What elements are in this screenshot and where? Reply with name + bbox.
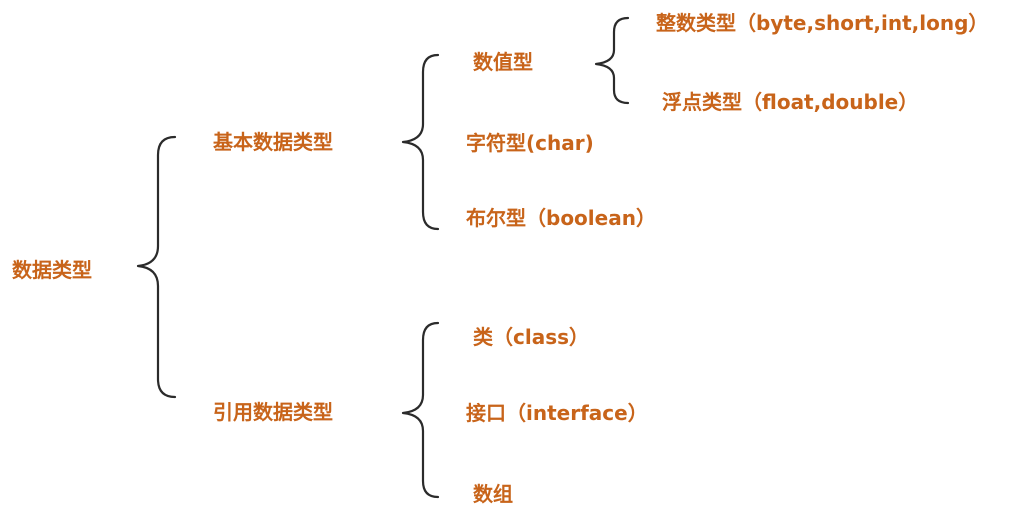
- root-label: 数据类型: [12, 258, 92, 282]
- array-type-label: 数组: [473, 482, 513, 506]
- char-type-label: 字符型(char): [466, 131, 594, 155]
- float-types-label: 浮点类型（float,double）: [662, 90, 919, 114]
- reference-types-label: 引用数据类型: [213, 400, 333, 424]
- interface-type-label: 接口（interface）: [466, 401, 648, 425]
- numeric-type-label: 数值型: [473, 50, 533, 74]
- integer-types-label: 整数类型（byte,short,int,long）: [656, 11, 989, 35]
- brace-reference: [401, 321, 440, 499]
- class-type-label: 类（class）: [473, 325, 590, 349]
- primitive-types-label: 基本数据类型: [213, 130, 333, 154]
- boolean-type-label: 布尔型（boolean）: [466, 206, 656, 230]
- brace-root: [136, 135, 177, 399]
- brace-primitive: [401, 53, 440, 231]
- brace-numeric: [594, 16, 630, 105]
